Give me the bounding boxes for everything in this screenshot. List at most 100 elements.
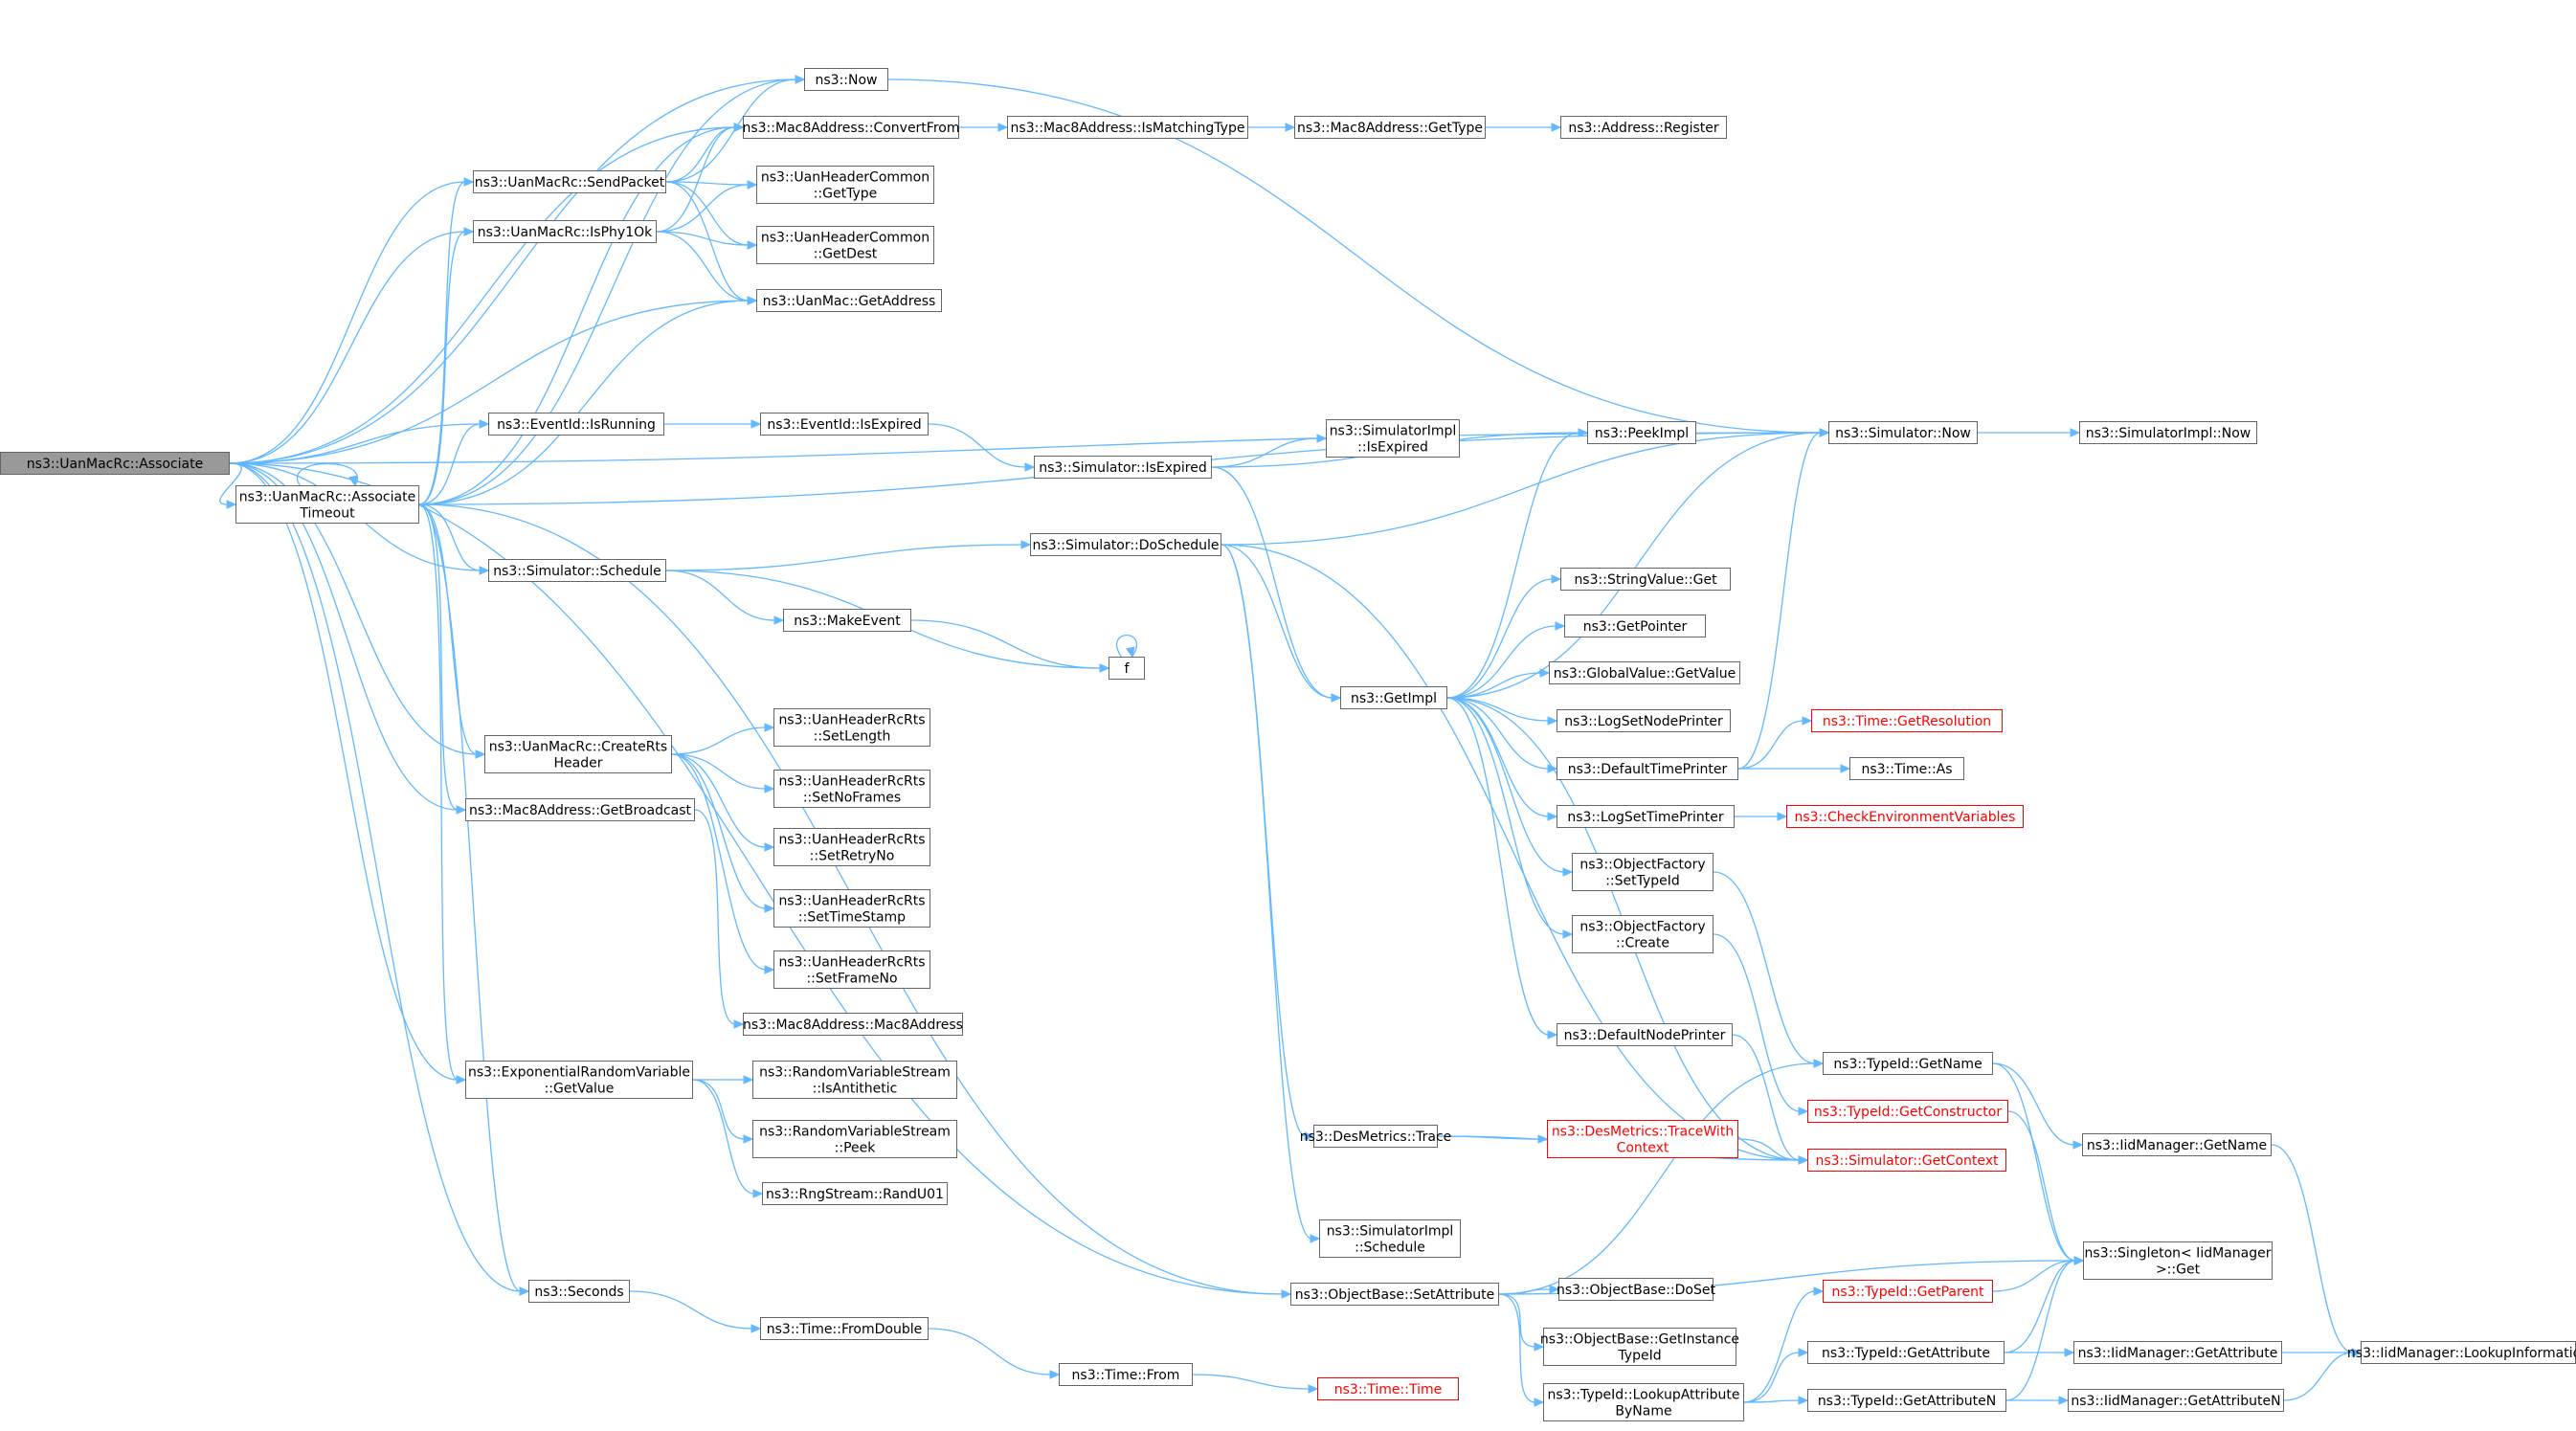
node-eventid_isexpired[interactable]: ns3::EventId::IsExpired [760,413,929,436]
node-time_getresolution[interactable]: ns3::Time::GetResolution [1811,709,2003,732]
node-eventid_isrunning[interactable]: ns3::EventId::IsRunning [488,413,664,436]
node-sim_now[interactable]: ns3::Simulator::Now [1828,421,1978,444]
node-peekimpl[interactable]: ns3::PeekImpl [1587,421,1696,444]
node-address_register[interactable]: ns3::Address::Register [1560,116,1727,139]
node-iid_getattribute[interactable]: ns3::IidManager::GetAttribute [2073,1341,2282,1364]
node-box [804,68,888,91]
node-typeid_getparent[interactable]: ns3::TypeId::GetParent [1823,1280,1993,1303]
call-edge-iid_getname-to-iid_lookupinformation [2271,1144,2363,1357]
node-objbase_setattribute[interactable]: ns3::ObjectBase::SetAttribute [1290,1283,1499,1306]
call-edge-associate-to-uanmac_getaddress [229,296,758,464]
node-rts_setlength[interactable]: ns3::UanHeaderRcRts::SetLength [773,708,930,747]
node-box [760,413,929,436]
node-label: ns3::PeekImpl [1595,426,1689,441]
call-edge-objbase_setattribute-to-objbase_getinstancetypeid [1498,1293,1545,1352]
node-makeevent[interactable]: ns3::MakeEvent [783,609,911,632]
node-sim_schedule[interactable]: ns3::Simulator::Schedule [488,559,666,582]
node-box [2083,1241,2273,1280]
node-f[interactable]: f [1109,657,1145,680]
node-sendpacket[interactable]: ns3::UanMacRc::SendPacket [473,170,666,193]
node-label: ns3::SimulatorImpl::Now [2086,426,2251,441]
node-rts_setframeno[interactable]: ns3::UanHeaderRcRts::SetFrameNo [773,950,930,989]
node-label: ::SetFrameNo [806,972,897,987]
node-singleton_get[interactable]: ns3::Singleton< IidManager >::Get [2083,1241,2273,1280]
call-edge-logsettimeprinter-to-checkenv [1735,812,1788,821]
node-objbase_doset[interactable]: ns3::ObjectBase::DoSet [1557,1278,1715,1301]
node-typeid_getname[interactable]: ns3::TypeId::GetName [1823,1052,1993,1075]
node-globalvalue_getvalue[interactable]: ns3::GlobalValue::GetValue [1549,661,1740,684]
call-edge-convertfrom-to-ismatchingtype [959,123,1009,132]
node-sim_isexpired[interactable]: ns3::Simulator::IsExpired [1034,456,1212,479]
node-label: ns3::UanHeaderRcRts [778,833,925,848]
node-defaultnodeprinter[interactable]: ns3::DefaultNodePrinter [1557,1023,1733,1046]
node-box [1823,1052,1993,1075]
node-time_as[interactable]: ns3::Time::As [1849,757,1964,780]
node-uanmac_getaddress[interactable]: ns3::UanMac::GetAddress [756,289,942,312]
node-rvs_peek[interactable]: ns3::RandomVariableStream::Peek [752,1120,957,1158]
node-rvs_isantithetic[interactable]: ns3::RandomVariableStream::IsAntithetic [752,1061,957,1099]
node-box [1807,1389,2006,1412]
node-seconds[interactable]: ns3::Seconds [528,1280,630,1303]
node-box [743,116,959,139]
node-ismatchingtype[interactable]: ns3::Mac8Address::IsMatchingType [1007,116,1248,139]
node-typeid_getattribute[interactable]: ns3::TypeId::GetAttribute [1807,1341,2005,1364]
node-desmetrics_trace[interactable]: ns3::DesMetrics::Trace [1300,1125,1452,1148]
node-rts_setnoframes[interactable]: ns3::UanHeaderRcRts::SetNoFrames [773,770,930,808]
node-label: ::SetLength [814,729,891,745]
node-defaulttimeprinter[interactable]: ns3::DefaultTimePrinter [1557,757,1738,780]
node-simimpl_isexpired[interactable]: ns3::SimulatorImpl::IsExpired [1326,419,1460,458]
edge-layer [219,75,2363,1407]
node-label: ns3::GetImpl [1351,691,1437,706]
node-box [1807,1149,2006,1172]
node-logsettimeprinter[interactable]: ns3::LogSetTimePrinter [1557,805,1735,828]
node-typeid_getattributen[interactable]: ns3::TypeId::GetAttributeN [1807,1389,2006,1412]
node-hc_getdest[interactable]: ns3::UanHeaderCommon::GetDest [756,226,934,264]
node-time_fromdouble[interactable]: ns3::Time::FromDouble [760,1317,929,1340]
node-label: >::Get [2156,1263,2201,1278]
node-randu01[interactable]: ns3::RngStream::RandU01 [762,1182,948,1205]
node-label: ns3::Simulator::IsExpired [1039,460,1207,476]
node-convertfrom[interactable]: ns3::Mac8Address::ConvertFrom [742,116,960,139]
node-getpointer[interactable]: ns3::GetPointer [1564,615,1706,637]
node-time_from[interactable]: ns3::Time::From [1059,1363,1193,1386]
node-of_settypeid[interactable]: ns3::ObjectFactory::SetTypeId [1572,853,1714,891]
node-stringvalue_get[interactable]: ns3::StringValue::Get [1560,568,1731,591]
node-sim_getcontext[interactable]: ns3::Simulator::GetContext [1807,1149,2006,1172]
call-edge-assoc_timeout-to-sendpacket [418,177,475,505]
node-logsetnodeprinter[interactable]: ns3::LogSetNodePrinter [1557,709,1731,732]
node-getimpl[interactable]: ns3::GetImpl [1340,686,1447,709]
node-simimpl_now[interactable]: ns3::SimulatorImpl::Now [2079,421,2257,444]
call-edge-defaulttimeprinter-to-time_getresolution [1737,716,1813,770]
node-sim_doschedule[interactable]: ns3::Simulator::DoSchedule [1030,533,1221,556]
node-iid_getname[interactable]: ns3::IidManager::GetName [2082,1133,2272,1156]
node-rts_settimestamp[interactable]: ns3::UanHeaderRcRts::SetTimeStamp [773,889,930,928]
node-box [1823,1280,1993,1303]
node-now[interactable]: ns3::Now [804,68,888,91]
call-edge-sim_doschedule-to-simimpl_schedule [1221,544,1321,1243]
node-rts_setretryno[interactable]: ns3::UanHeaderRcRts::SetRetryNo [773,828,930,866]
node-label: ns3::IidManager::GetAttributeN [2071,1394,2280,1409]
node-iid_getattributen[interactable]: ns3::IidManager::GetAttributeN [2068,1389,2284,1412]
node-label: ns3::TypeId::GetAttributeN [1818,1394,1996,1409]
node-hc_gettype[interactable]: ns3::UanHeaderCommon::GetType [756,166,934,204]
node-label: ns3::GetPointer [1583,619,1688,635]
node-of_create[interactable]: ns3::ObjectFactory::Create [1572,915,1714,953]
node-getbroadcast[interactable]: ns3::Mac8Address::GetBroadcast [465,798,695,821]
node-iid_lookupinformation[interactable]: ns3::IidManager::LookupInformation [2347,1341,2576,1364]
node-simimpl_schedule[interactable]: ns3::SimulatorImpl::Schedule [1319,1219,1461,1258]
node-time_time[interactable]: ns3::Time::Time [1317,1377,1459,1400]
node-associate[interactable]: ns3::UanMacRc::Associate [0,452,230,475]
node-exp_getvalue[interactable]: ns3::ExponentialRandomVariable::GetValue [465,1061,693,1099]
node-gettype_mac8[interactable]: ns3::Mac8Address::GetType [1294,116,1486,139]
node-mac8address_ctor[interactable]: ns3::Mac8Address::Mac8Address [743,1013,963,1036]
node-typeid_getconstructor[interactable]: ns3::TypeId::GetConstructor [1807,1100,2008,1123]
node-box [1587,421,1696,444]
node-checkenv[interactable]: ns3::CheckEnvironmentVariables [1786,805,2024,828]
node-box [762,1182,948,1205]
node-isphy1ok[interactable]: ns3::UanMacRc::IsPhy1Ok [473,220,657,243]
